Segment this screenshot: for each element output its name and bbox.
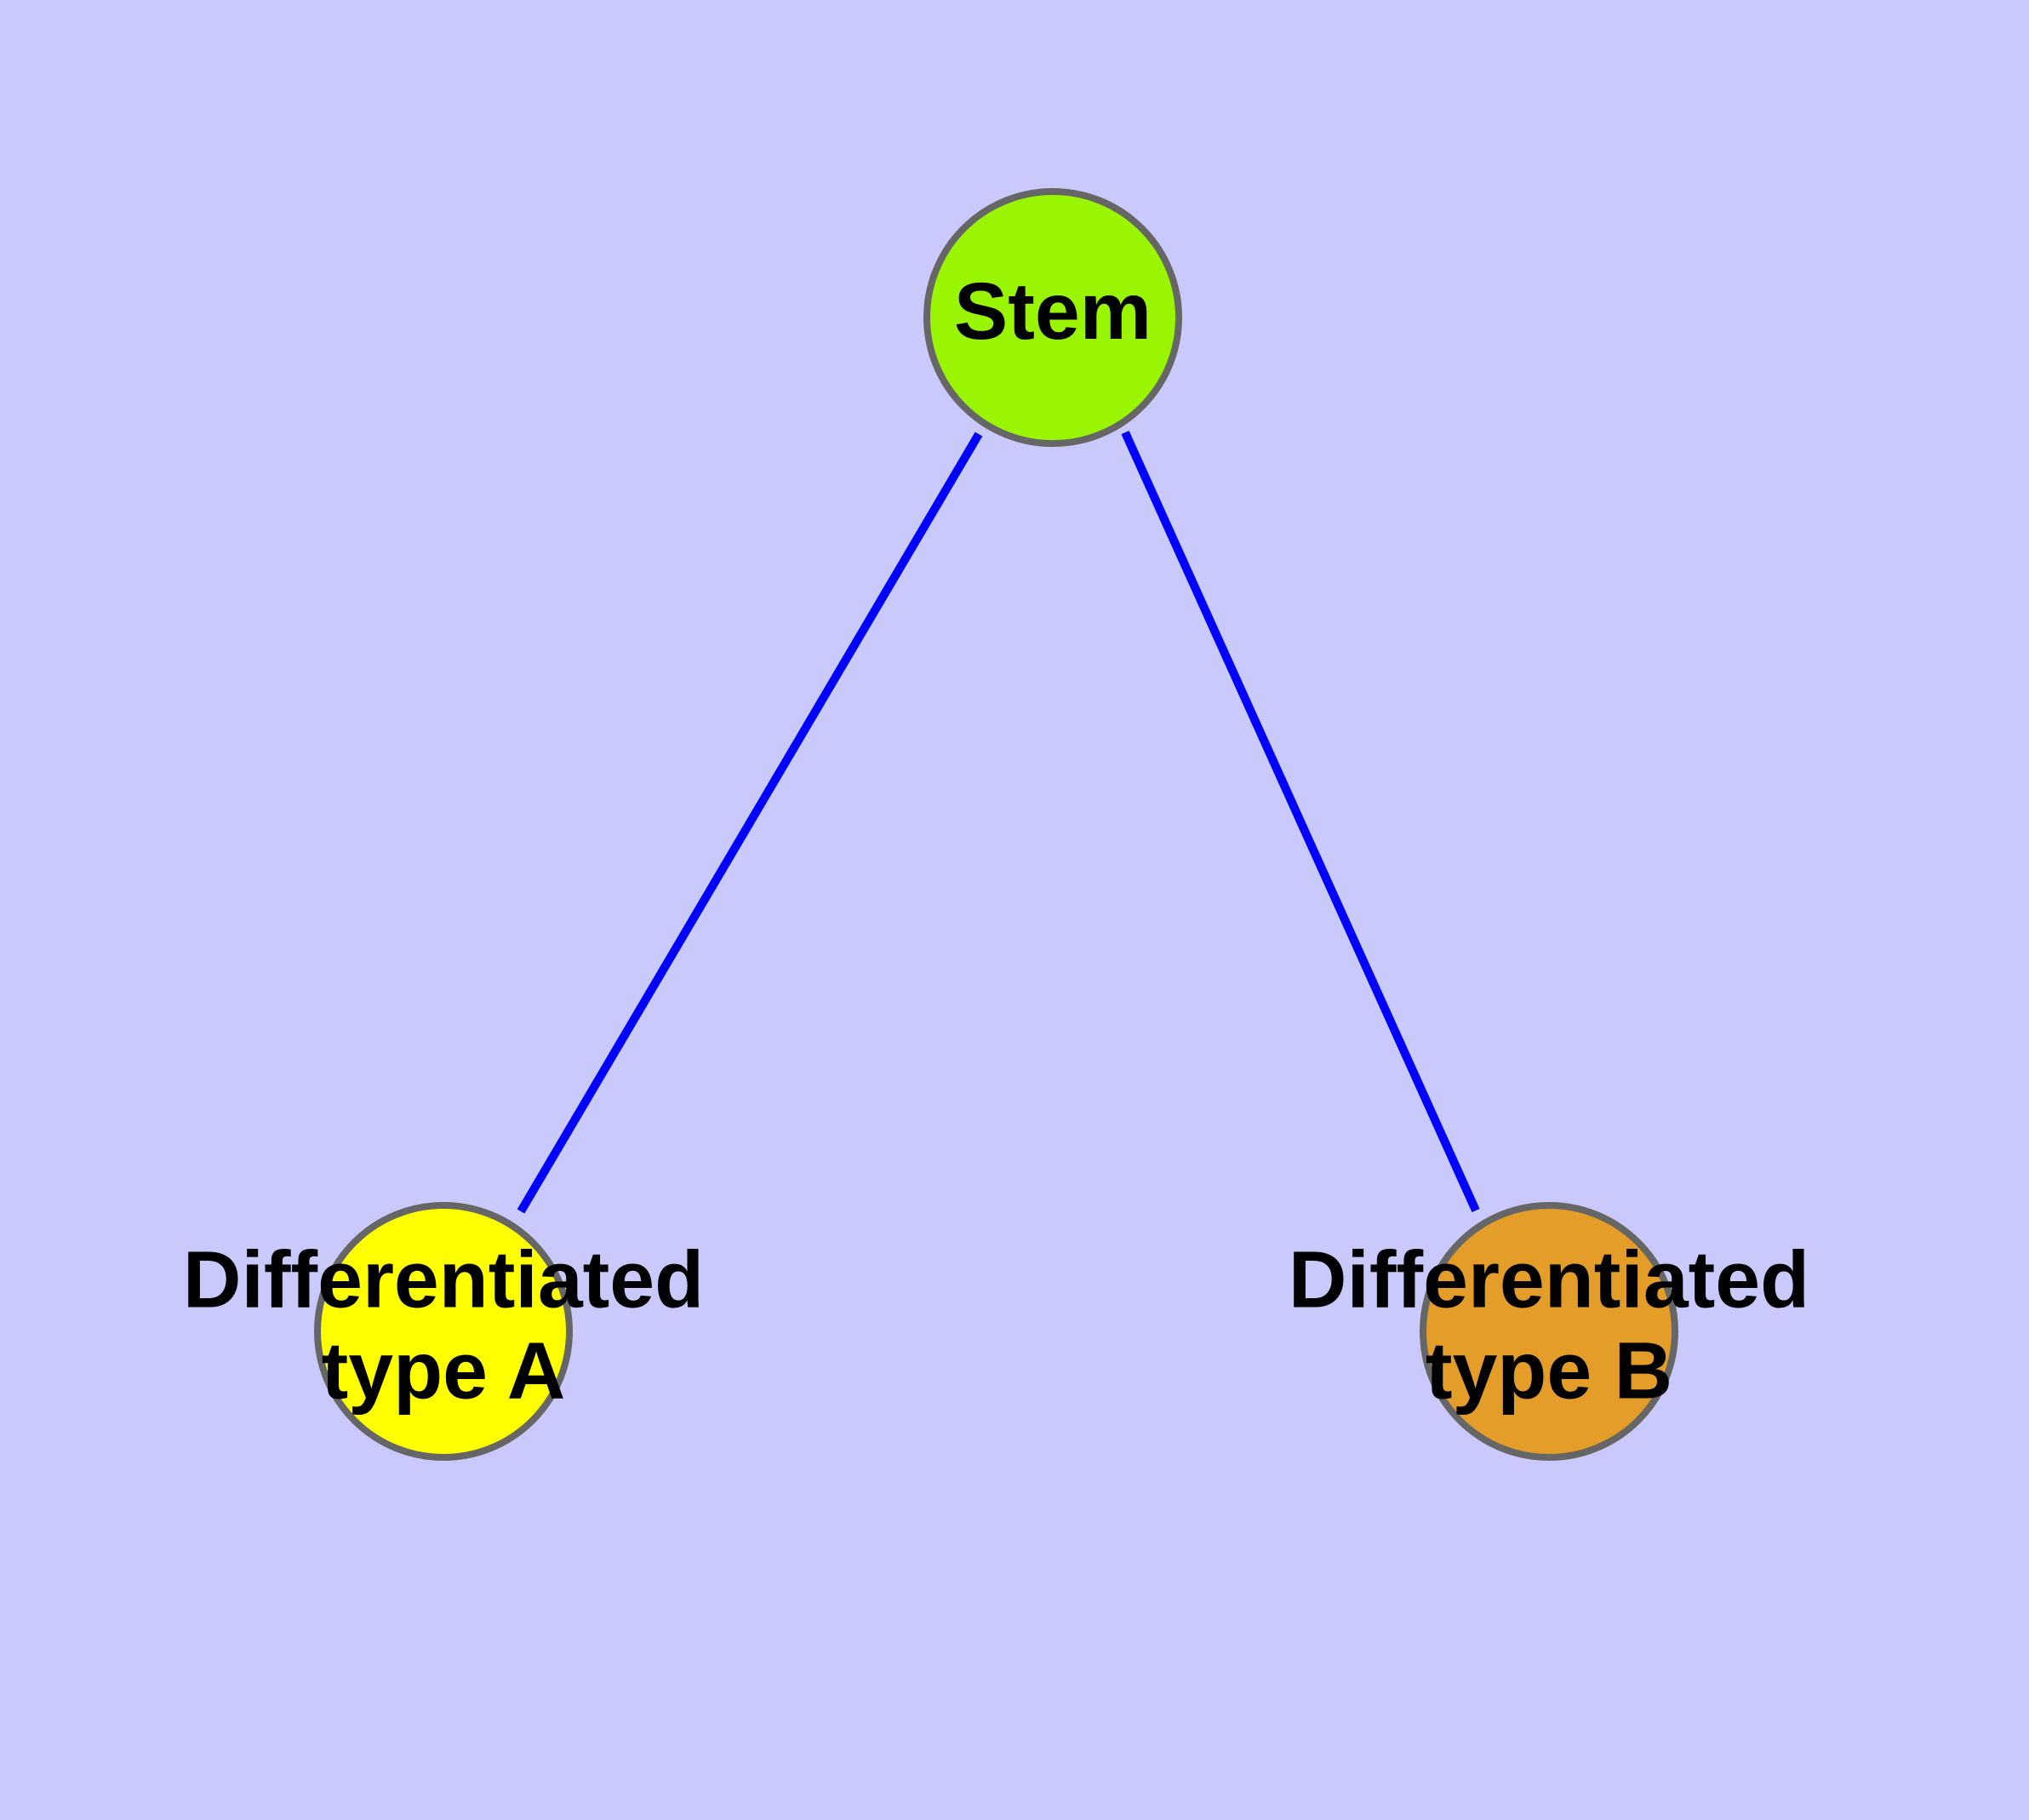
- node-stem[interactable]: [923, 188, 1182, 447]
- edges-layer: [517, 430, 1480, 1214]
- node-label-stem: Stem: [954, 266, 1152, 357]
- nodes-layer: [314, 188, 1678, 1461]
- node-diff-a[interactable]: [314, 1202, 573, 1461]
- node-label-line: type B: [1426, 1326, 1672, 1417]
- node-label-line: Differentiated: [183, 1234, 704, 1325]
- edge-stem-to-diff-b: [1121, 430, 1480, 1213]
- node-label-line: type A: [322, 1326, 566, 1417]
- node-label-line: Differentiated: [1289, 1234, 1809, 1325]
- node-label-line: Stem: [954, 266, 1152, 357]
- edge-stem-to-diff-a: [517, 432, 983, 1214]
- node-diff-b[interactable]: [1420, 1202, 1678, 1461]
